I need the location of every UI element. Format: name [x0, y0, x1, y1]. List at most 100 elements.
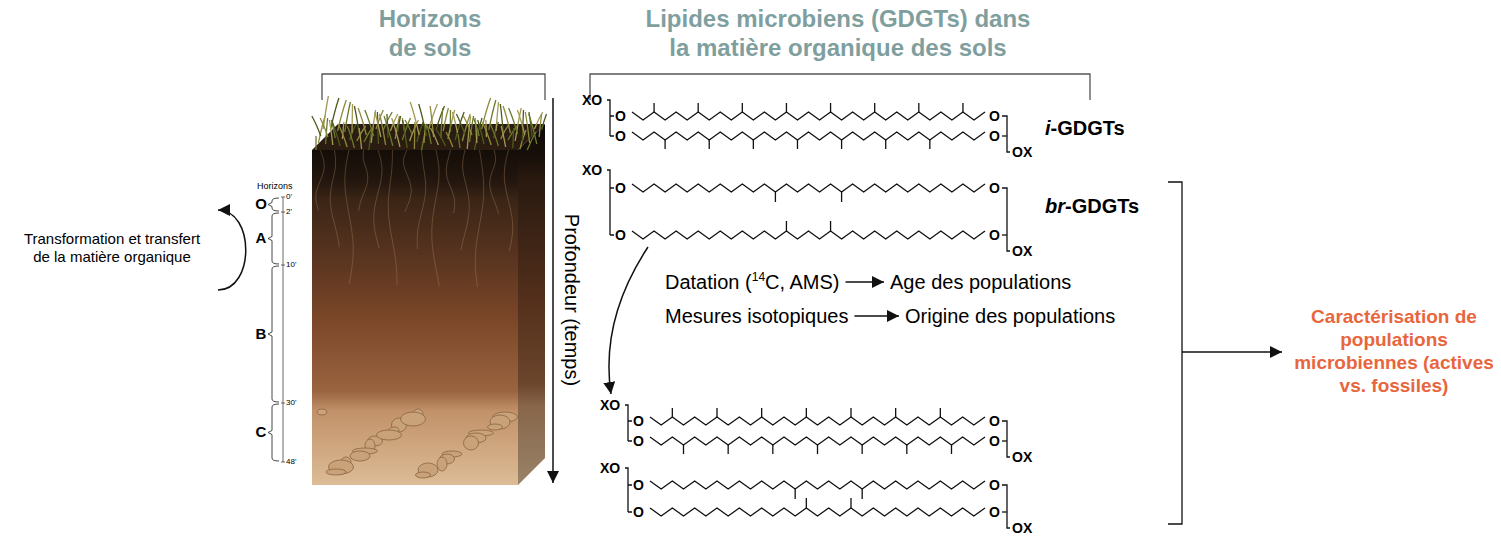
ether-group: XO	[582, 92, 602, 109]
horizon-letter: A	[256, 229, 267, 247]
grass-blade	[467, 116, 470, 149]
glycerol-bond	[610, 116, 614, 136]
alkyl-chain	[650, 437, 985, 445]
grass-blade	[350, 124, 356, 140]
methyl-branch	[806, 408, 807, 417]
connector-arrow	[854, 315, 899, 317]
root	[374, 150, 382, 248]
glycerol-bond	[625, 405, 628, 441]
root	[446, 150, 454, 213]
grass-blade	[410, 102, 419, 135]
method-node: Datation (14C, AMS)	[665, 270, 840, 294]
depth-scale	[283, 197, 284, 462]
glycerol-bond	[625, 468, 628, 512]
ether-oxygen: O	[615, 180, 626, 197]
axis-label: Profondeur (temps)	[560, 214, 584, 386]
grass-blade	[351, 104, 353, 133]
grass-blade	[371, 110, 375, 143]
grass-blade	[496, 102, 499, 131]
methyl-branch	[716, 408, 717, 417]
panel-heading: Lipides microbiens (GDGTs) dans la matiè…	[603, 5, 1073, 63]
rock	[326, 469, 346, 475]
grass-blade	[482, 122, 491, 145]
grass-blade	[402, 120, 407, 148]
methyl-branch	[862, 489, 863, 499]
result-text: Caractérisation de populations microbien…	[1290, 306, 1498, 397]
result-arrow	[1182, 351, 1282, 353]
root	[417, 150, 426, 249]
panel-heading: Horizons de sols	[360, 5, 500, 63]
horizon-caption: Horizons	[257, 181, 293, 192]
horizon-bracket	[268, 266, 279, 402]
rock	[350, 451, 370, 461]
depth-mark: 48'	[286, 457, 296, 467]
ether-oxygen: O	[989, 504, 1000, 521]
method-text: Datation (14C, AMS)	[665, 270, 840, 294]
root	[403, 150, 411, 212]
methyl-branch	[906, 445, 907, 454]
root	[490, 150, 499, 214]
alkyl-chain	[650, 417, 985, 425]
alkyl-chain	[650, 481, 985, 489]
ether-oxygen: O	[633, 477, 644, 494]
grass-blade	[347, 126, 354, 148]
methyl-branch	[862, 445, 863, 454]
methyl-branch	[817, 445, 818, 454]
methyl-branch	[795, 489, 796, 499]
methyl-branch	[797, 140, 798, 149]
glycerol-bond	[628, 485, 632, 512]
grass-blade	[463, 116, 472, 135]
rock	[317, 409, 327, 415]
grass-blade	[365, 110, 374, 136]
methyl-branch	[806, 498, 807, 508]
root	[359, 150, 368, 211]
glycerol-bond	[607, 100, 610, 136]
methyl-branch	[728, 445, 729, 454]
root	[388, 150, 397, 285]
methyl-branch	[918, 103, 919, 112]
method-text: Origine des populations	[905, 304, 1115, 328]
ether-group: OX	[1012, 144, 1032, 161]
glycerol-bond	[628, 421, 632, 441]
horizon-letter: B	[256, 325, 267, 343]
connector-arrow	[846, 281, 884, 283]
grass-blade	[441, 108, 443, 138]
grass-blade	[437, 130, 446, 146]
grass-blade	[417, 122, 423, 142]
grass-blade	[517, 110, 524, 135]
lipid-class: i-GDGTs	[1045, 116, 1125, 140]
glycerol-bond	[1002, 511, 1007, 512]
glycerol-bond	[1002, 440, 1007, 441]
ether-group: XO	[600, 397, 620, 414]
grass-blade	[359, 128, 362, 149]
soil-front	[312, 150, 518, 485]
grass-blade	[414, 122, 416, 149]
rock	[377, 430, 402, 440]
root	[316, 150, 324, 210]
grass-blade	[338, 124, 347, 147]
ether-group: OX	[1012, 449, 1032, 466]
ether-oxygen: O	[989, 413, 1000, 430]
transfer-arrow	[609, 247, 648, 394]
grass-blade	[398, 116, 401, 132]
method-node: Mesures isotopiques	[665, 304, 848, 328]
methyl-branch	[753, 140, 754, 149]
methyl-branch	[775, 192, 776, 202]
methyl-branch	[683, 445, 684, 454]
rock	[416, 472, 431, 478]
ether-oxygen: O	[633, 413, 644, 430]
methyl-branch	[761, 408, 762, 417]
grass-blade	[419, 104, 427, 136]
root	[461, 150, 469, 250]
cycle-arrow	[218, 210, 246, 290]
soil-side-shade	[518, 124, 545, 485]
root	[345, 150, 353, 284]
ether-group: XO	[582, 162, 602, 179]
grass-blade	[320, 118, 328, 137]
methyl-branch	[951, 445, 952, 454]
method-node: Age des populations	[890, 270, 1071, 294]
method-node: Origine des populations	[905, 304, 1115, 328]
horizon-letter: O	[255, 195, 267, 213]
depth-mark: 2'	[286, 207, 292, 217]
glycerol-bond	[1002, 188, 1010, 251]
